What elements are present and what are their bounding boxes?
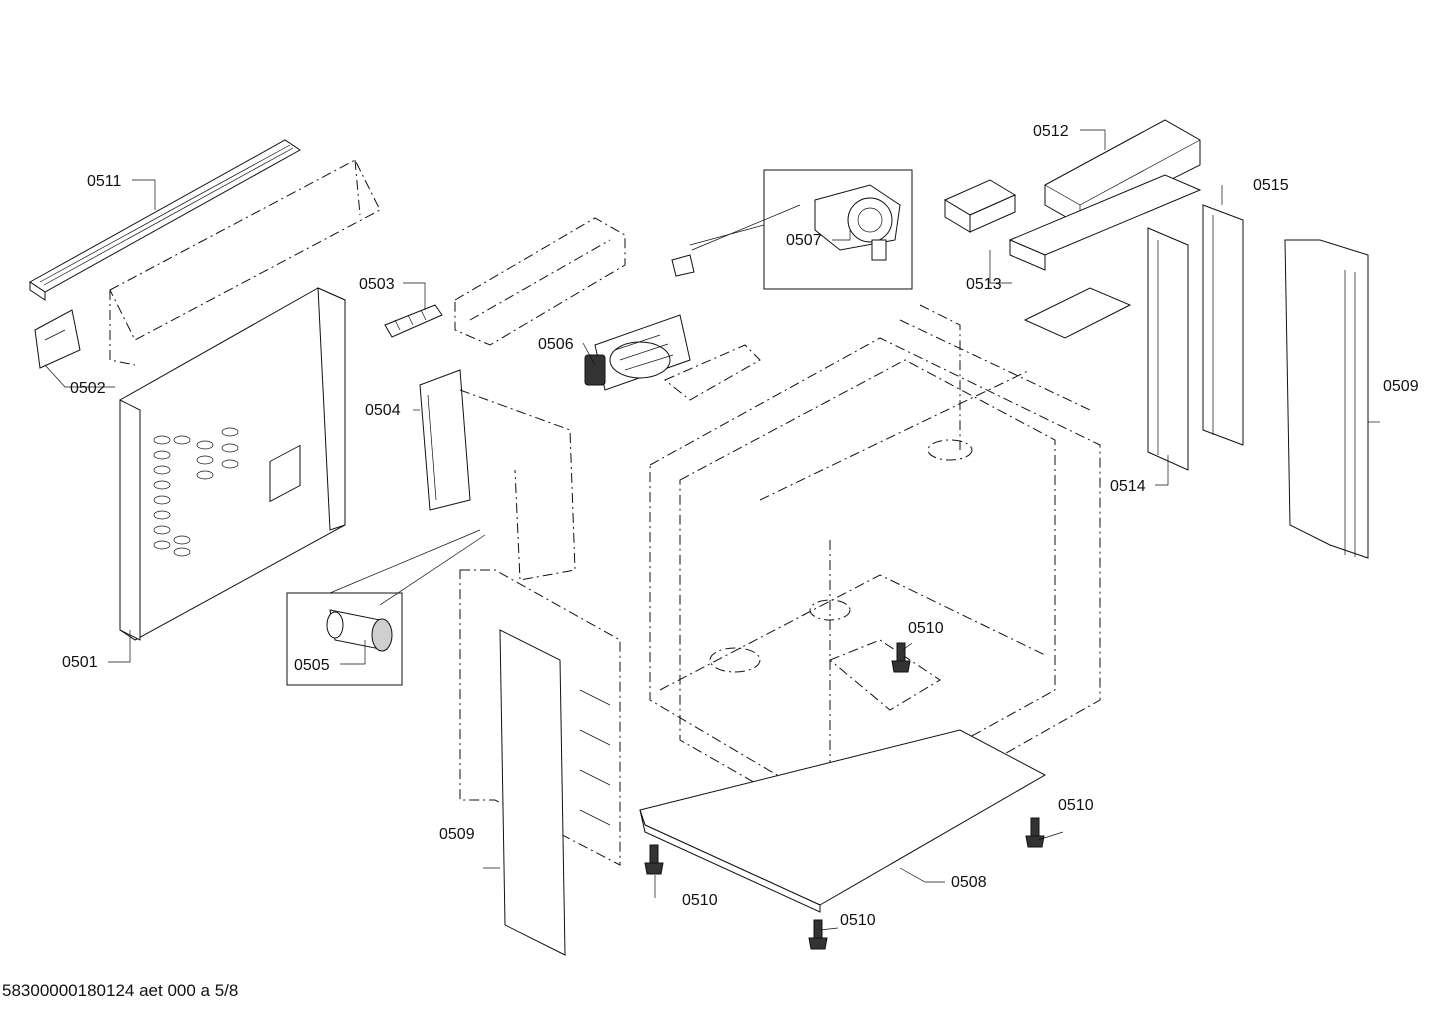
label-0501: 0501 [62, 654, 98, 671]
label-0509-right: 0509 [1383, 378, 1419, 395]
label-0513: 0513 [966, 276, 1002, 293]
label-0511: 0511 [87, 173, 122, 190]
part-0507-switch [814, 184, 901, 261]
detail-box-0507 [671, 169, 913, 290]
label-0504: 0504 [365, 402, 401, 419]
part-0510-foot-left [644, 844, 664, 875]
part-0511-top-trim [29, 139, 381, 366]
part-0513-bracket [1008, 174, 1202, 271]
label-0505: 0505 [294, 657, 330, 674]
label-0506: 0506 [538, 336, 574, 353]
label-0502: 0502 [70, 380, 106, 397]
label-0512: 0512 [1033, 123, 1069, 140]
part-0501-side-panel [119, 287, 346, 641]
label-0508: 0508 [951, 874, 987, 891]
label-0510-bottom: 0510 [840, 912, 876, 929]
part-0501-vents [153, 427, 239, 557]
label-0514: 0514 [1110, 478, 1146, 495]
small-box-bracket [943, 179, 1017, 233]
label-0510-upper: 0510 [908, 620, 944, 637]
part-0510-foot-upper [891, 642, 911, 673]
exploded-parts-diagram: 0511 0502 0501 0503 0504 0505 0506 0507 … [29, 119, 1419, 956]
leader-lines [44, 129, 1380, 931]
detail-box-0505 [286, 529, 486, 686]
part-0510-foot-bottom [808, 919, 828, 950]
label-0510-left: 0510 [682, 892, 718, 909]
part-0510-foot-right [1025, 817, 1045, 848]
part-0504-circuit-board [419, 369, 576, 581]
part-0515-panel [1202, 204, 1244, 446]
upper-duct-assembly [454, 217, 626, 346]
part-0502-bracket [34, 309, 81, 369]
label-0507: 0507 [786, 232, 822, 249]
lower-plate-bracket [1023, 287, 1132, 339]
label-0503: 0503 [359, 276, 395, 293]
part-0505-thermal-fuse [326, 609, 393, 652]
part-0512-top-cover [1044, 119, 1201, 226]
oven-cavity-frame [649, 304, 1101, 831]
part-0509-left-panel [459, 569, 621, 956]
document-footer-code: 58300000180124 aet 000 a 5/8 [2, 981, 239, 1000]
part-0514-panel [1147, 227, 1189, 471]
fan-mount-bracket [664, 344, 761, 401]
part-0506-fan-motor [584, 314, 691, 391]
part-0509-right-panel [1284, 239, 1369, 559]
part-0503-terminal-block [384, 304, 443, 338]
part-0508-base-plate [639, 729, 1047, 913]
label-0510-right: 0510 [1058, 797, 1094, 814]
label-0509-left: 0509 [439, 826, 475, 843]
label-0515: 0515 [1253, 177, 1289, 194]
